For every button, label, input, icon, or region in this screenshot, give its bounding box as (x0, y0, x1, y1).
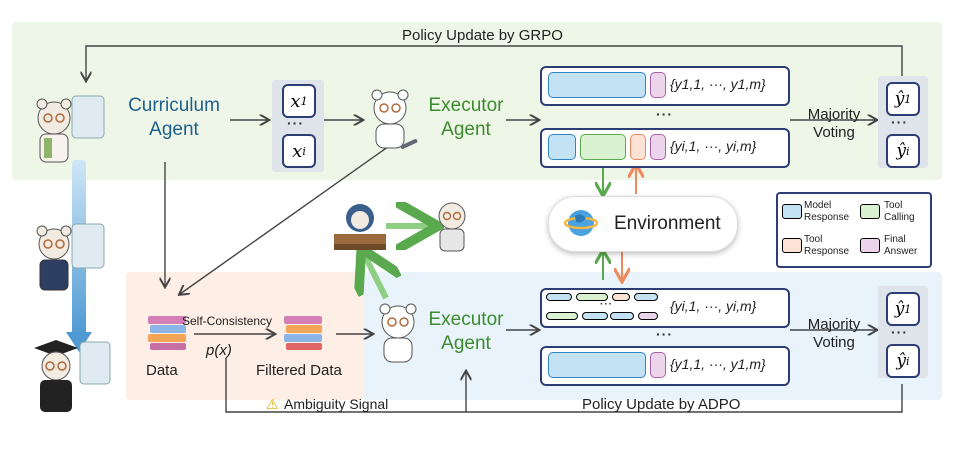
yhat-1-b-symbol: ŷ (894, 299, 905, 319)
executor-agent-top-label: Executor Agent (428, 95, 504, 140)
yhat-i-symbol: ŷ (896, 141, 907, 161)
policy-update-grpo-label: Policy Update by GRPO (398, 27, 567, 44)
model-response-seg (548, 72, 646, 98)
books-icon (148, 316, 186, 350)
final-answer-seg (650, 134, 666, 160)
environment-label: Environment (614, 213, 721, 234)
model-response-seg (546, 293, 572, 301)
self-consistency-label: Self-Consistency (182, 314, 273, 328)
response-top-dots: ··· (656, 106, 673, 122)
response-row-1-bottom-text: {y1,1, ···, y1,m} (670, 356, 766, 372)
filtered-books-icon (284, 316, 322, 350)
legend-tool-calling-swatch (860, 204, 880, 219)
p-hat-label: p(x) (206, 342, 232, 359)
globe-icon (564, 210, 598, 236)
executor-agent-bottom-label: Executor Agent (428, 309, 504, 354)
yhat-dots-top: ··· (891, 114, 908, 130)
legend-tool-calling: Tool Calling (884, 200, 915, 223)
legend-model-swatch (782, 204, 802, 219)
yhat-1-sub: 1 (904, 92, 912, 106)
filtered-data-label: Filtered Data (256, 362, 342, 379)
response-row-i-top-text: {yi,1, ···, yi,m} (670, 138, 757, 154)
armored-bear-icon (438, 202, 466, 252)
xi-symbol: x (292, 140, 303, 162)
x-dots: ··· (287, 115, 304, 131)
x1-symbol: x (290, 90, 301, 112)
model-response-seg (634, 293, 658, 301)
yhat-dots-bottom: ··· (891, 324, 908, 340)
model-response-seg (582, 312, 608, 320)
yhat-i-b-symbol: ŷ (896, 351, 907, 371)
teacher-bear-mid-icon (36, 223, 105, 291)
model-response-seg (548, 352, 646, 378)
yhat-i-b-sub: i (906, 354, 910, 368)
desk-bear-icon (334, 204, 386, 250)
yhat-1-symbol: ŷ (894, 89, 905, 109)
response-bottom-inner-dots: ··· (600, 299, 613, 310)
response-bottom-dots: ··· (656, 326, 673, 342)
legend-tool-response: Tool Response (804, 234, 850, 257)
majority-voting-bottom: Majority Voting (807, 316, 861, 351)
yhat-i-sub: i (906, 144, 910, 158)
policy-update-adpo-label: Policy Update by ADPO (582, 396, 741, 413)
majority-voting-top: Majority Voting (807, 106, 861, 141)
curriculum-agent-label: Curriculum Agent (128, 95, 220, 140)
legend-final-answer-swatch (860, 238, 880, 253)
executor-bear-bottom-icon (379, 303, 417, 363)
tool-calling-seg (580, 134, 626, 160)
response-row-i-bottom-text: {yi,1, ···, yi,m} (670, 298, 757, 314)
ambiguity-signal-label: Ambiguity Signal (284, 396, 389, 412)
legend-final-answer: Final Answer (884, 234, 918, 257)
x1-sub: 1 (300, 94, 308, 108)
final-answer-seg (650, 72, 666, 98)
yhat-1-b-sub: 1 (904, 302, 912, 316)
legend-tool-response-swatch (782, 238, 802, 253)
legend-box (776, 192, 932, 268)
final-answer-seg (650, 352, 666, 378)
tool-response-seg (612, 293, 630, 301)
final-answer-seg (638, 312, 658, 320)
model-response-seg (548, 134, 576, 160)
xi-sub: i (302, 144, 306, 158)
response-row-1-top-text: {y1,1, ···, y1,m} (670, 76, 766, 92)
data-label: Data (146, 362, 178, 379)
warning-icon: ⚠ (266, 396, 279, 412)
tool-calling-seg (576, 293, 608, 301)
tool-calling-seg (546, 312, 578, 320)
graduate-bear-icon (34, 340, 111, 412)
teacher-bear-top-icon (36, 95, 105, 163)
executor-bear-top-icon (371, 89, 418, 149)
model-response-seg (610, 312, 634, 320)
legend-model-response: Model Response (804, 200, 850, 223)
tool-response-seg (630, 134, 646, 160)
